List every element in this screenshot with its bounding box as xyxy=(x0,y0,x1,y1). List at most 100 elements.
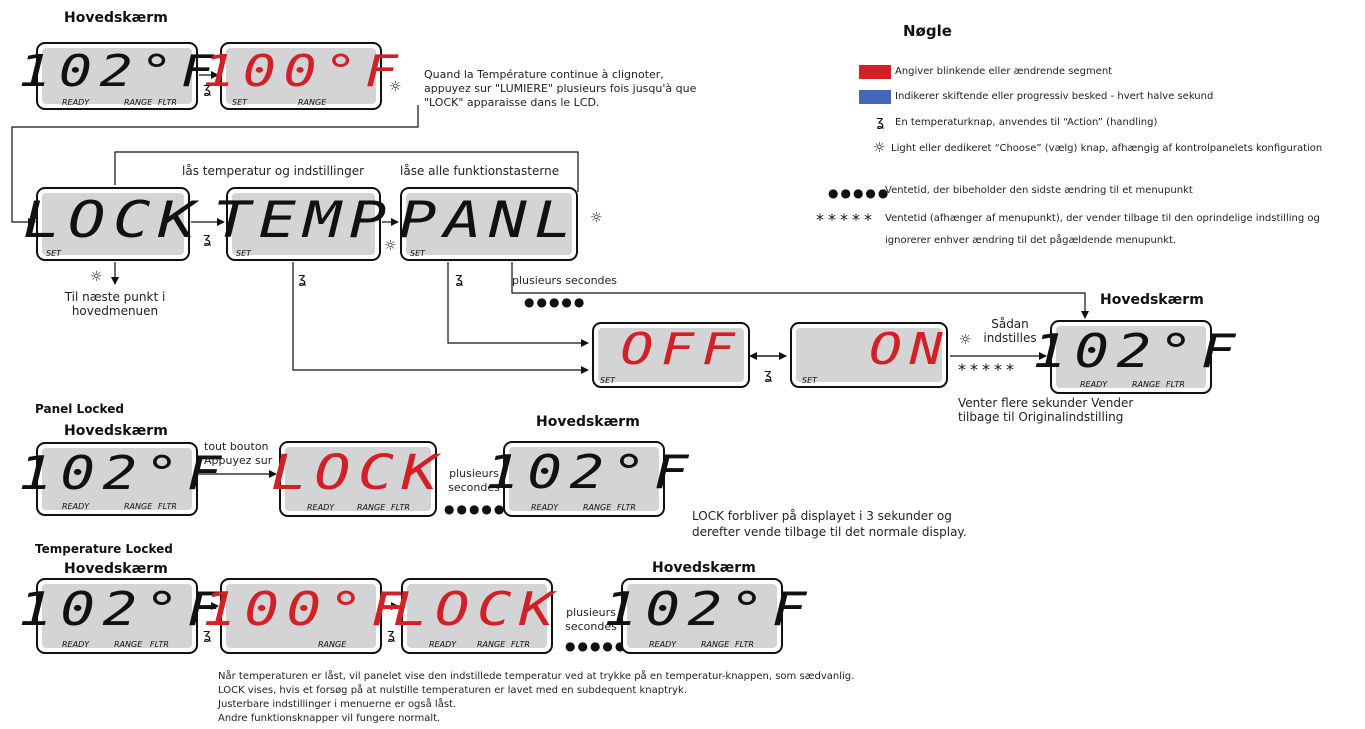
light-button-icon: ☼ xyxy=(590,210,603,226)
range-indicator: RANGE xyxy=(298,98,327,107)
temp-locked-desc-2: LOCK vises, hvis et forsøg på at nulstil… xyxy=(218,685,688,696)
temp-locked-desc-3: Justerbare indstillinger i menuerne er o… xyxy=(218,699,457,710)
lcd-display-102f: 102°F READY RANGE FLTR xyxy=(18,578,221,654)
main-screen-title: Hovedskærm xyxy=(536,414,640,430)
temperature-button-icon: ʓ xyxy=(203,81,212,97)
fltr-indicator: FLTR xyxy=(617,503,636,512)
lcd-display-lock: LOCK READY RANGE FLTR xyxy=(271,441,438,517)
lcd-readout: 102°F xyxy=(18,46,222,97)
lock-stays-text: LOCK forbliver på displayet i 3 sekunder… xyxy=(692,509,967,539)
key-item-4-text: Light eller dedikeret “Choose” (vælg) kn… xyxy=(891,143,1323,154)
set-indicator: SET xyxy=(232,98,248,107)
lcd-display-panl: PANL SET xyxy=(399,187,578,261)
range-indicator: RANGE xyxy=(124,502,153,511)
main-screen-title: Hovedskærm xyxy=(64,423,168,439)
several-seconds-text: plusieurs secondes xyxy=(512,274,618,287)
lcd-display-100f: 100°F RANGE xyxy=(202,578,405,654)
lcd-readout: LOCK xyxy=(270,445,446,501)
lcd-readout: 100°F xyxy=(202,46,406,97)
how-to-set-text: Sådan indstilles xyxy=(983,317,1037,345)
lcd-display-lock: LOCK READY RANGE FLTR xyxy=(393,578,554,654)
lcd-display-off: OFF SET xyxy=(592,322,750,388)
fltr-indicator: FLTR xyxy=(150,640,169,649)
main-screen-title: Hovedskærm xyxy=(652,560,756,576)
ready-indicator: READY xyxy=(531,503,559,512)
temperature-button-icon: ʓ xyxy=(298,271,307,287)
temp-locked-desc-4: Andre funktionsknapper vil fungere norma… xyxy=(218,713,441,724)
temperature-button-icon: ʓ xyxy=(764,367,773,383)
blue-swatch xyxy=(859,90,891,104)
lcd-display-on: ON SET xyxy=(790,322,948,388)
temperature-button-icon: ʓ xyxy=(203,627,212,643)
lcd-display-lock: LOCK SET xyxy=(23,187,196,261)
several-seconds-text: plusieurs secondes xyxy=(448,467,500,494)
key-dots-text: Ventetid, der bibeholder den sidste ændr… xyxy=(885,185,1193,196)
lcd-display-102f: 102°F READY RANGE FLTR xyxy=(18,442,221,516)
lock-temp-settings-label: lås temperatur og indstillinger xyxy=(182,164,365,178)
any-button-text: tout bouton Appuyez sur xyxy=(204,440,273,467)
lcd-readout: 100°F xyxy=(202,582,413,636)
key-item-2-text: Indikerer skiftende eller progressiv bes… xyxy=(895,91,1214,102)
lcd-readout: OFF xyxy=(620,324,743,375)
set-indicator: SET xyxy=(410,249,426,258)
fltr-indicator: FLTR xyxy=(735,640,754,649)
panel-locked-title: Panel Locked xyxy=(35,402,124,416)
key-stars-text: Ventetid (afhænger af menupunkt), der ve… xyxy=(885,213,1320,246)
range-indicator: RANGE xyxy=(124,98,153,107)
lcd-display-102f: 102°F READY RANGE FLTR xyxy=(603,578,806,654)
wait-dots: ●●●●● xyxy=(524,295,587,309)
wait-stars: ***** xyxy=(816,210,876,229)
range-indicator: RANGE xyxy=(583,503,612,512)
set-indicator: SET xyxy=(236,249,252,258)
lcd-display-100f: 100°F SET RANGE xyxy=(202,42,398,110)
fltr-indicator: FLTR xyxy=(391,503,410,512)
next-item-text: Til næste punkt i hovedmenuen xyxy=(64,290,166,318)
range-indicator: RANGE xyxy=(318,640,347,649)
ready-indicator: READY xyxy=(429,640,457,649)
set-indicator: SET xyxy=(46,249,62,258)
temp-locked-desc-1: Når temperaturen er låst, vil panelet vi… xyxy=(218,671,855,682)
lock-all-keys-label: låse alle funktionstasterne xyxy=(400,164,560,178)
wait-dots: ●●●●● xyxy=(565,639,628,653)
fltr-indicator: FLTR xyxy=(158,98,177,107)
temperature-button-icon: ʓ xyxy=(455,271,464,287)
ready-indicator: READY xyxy=(62,502,90,511)
range-indicator: RANGE xyxy=(701,640,730,649)
temperature-button-icon: ʓ xyxy=(876,114,885,130)
fltr-indicator: FLTR xyxy=(1166,380,1185,389)
key-item-3-text: En temperaturknap, anvendes til “Action”… xyxy=(895,117,1158,128)
main-screen-title: Hovedskærm xyxy=(1100,292,1204,308)
wait-dots: ●●●●● xyxy=(828,186,891,200)
main-screen-title: Hovedskærm xyxy=(64,561,168,577)
red-swatch xyxy=(859,65,891,79)
temperature-button-icon: ʓ xyxy=(387,627,396,643)
ready-indicator: READY xyxy=(1080,380,1108,389)
lcd-readout: 102°F xyxy=(1032,324,1243,378)
set-indicator: SET xyxy=(600,376,616,385)
lcd-readout: 102°F xyxy=(603,582,814,636)
light-button-icon: ☼ xyxy=(384,238,397,254)
lcd-readout: TEMP xyxy=(213,191,394,249)
main-screen-title: Hovedskærm xyxy=(64,10,168,26)
wait-dots: ●●●●● xyxy=(444,502,507,516)
lcd-readout: 102°F xyxy=(485,445,696,499)
key-item-1-text: Angiver blinkende eller ændrende segment xyxy=(895,66,1113,77)
ready-indicator: READY xyxy=(649,640,677,649)
fltr-indicator: FLTR xyxy=(511,640,530,649)
ready-indicator: READY xyxy=(62,98,90,107)
light-button-icon: ☼ xyxy=(389,79,402,95)
fltr-indicator: FLTR xyxy=(158,502,177,511)
lcd-display-102f: 102°F READY RANGE FLTR xyxy=(485,441,688,517)
range-indicator: RANGE xyxy=(357,503,386,512)
ready-indicator: READY xyxy=(307,503,335,512)
lumiere-hint-text: Quand la Température continue à clignote… xyxy=(424,68,697,109)
temperature-button-icon: ʓ xyxy=(203,231,212,247)
lcd-readout: 102°F xyxy=(18,446,229,500)
light-button-icon: ☼ xyxy=(873,140,886,156)
range-indicator: RANGE xyxy=(114,640,143,649)
wait-stars: ***** xyxy=(958,360,1018,379)
lcd-display-102f: 102°F READY RANGE FLTR xyxy=(1032,320,1235,394)
lcd-display-temp: TEMP SET xyxy=(213,187,386,261)
wait-return-text: Venter flere sekunder Vender tilbage til… xyxy=(958,396,1134,424)
